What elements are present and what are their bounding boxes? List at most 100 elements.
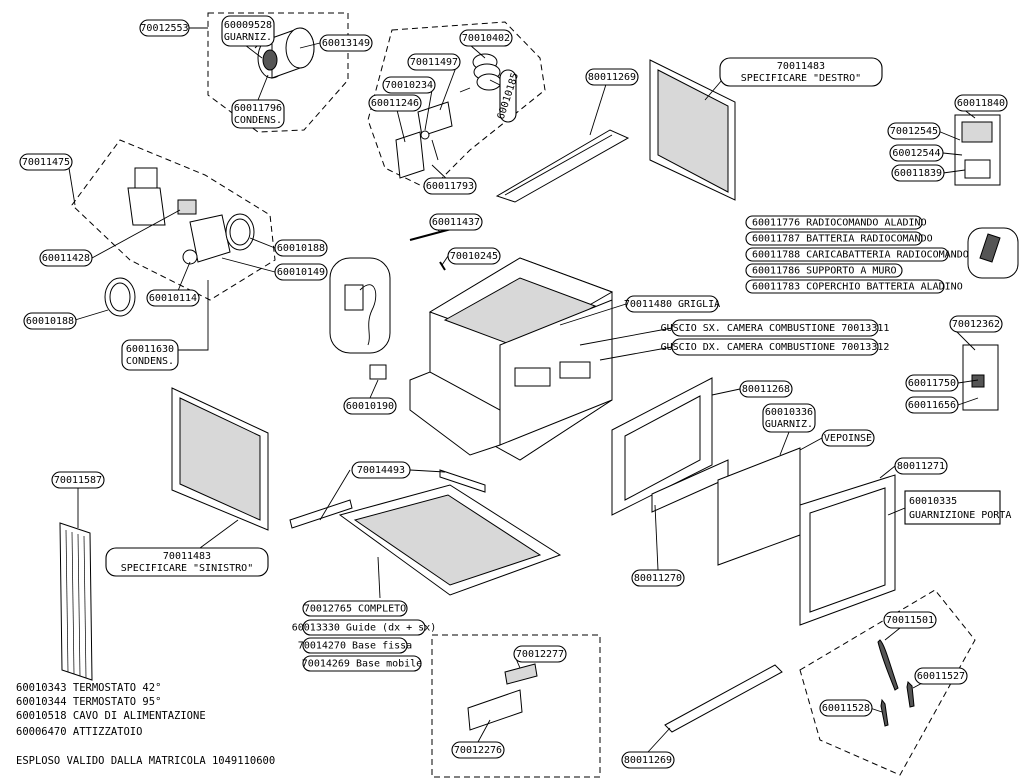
note-line: 60010344 TERMOSTATO 95° [16,696,161,708]
note-line: 60010518 CAVO DI ALIMENTAZIONE [16,710,206,722]
label-vepoinse: VEPOINSE [824,433,872,444]
callout-60011840: 60011840 [954,94,1008,112]
remote-list-item: 60011788 CARICABATTERIA RADIOCOMANDO [752,250,969,261]
label-60011528: 60011528 [822,703,870,714]
label-60012544: 60012544 [892,148,940,159]
label-60010114: 60010114 [149,293,197,304]
callout-60010188-a: 60010188 [274,239,328,257]
callout-70012553: 70012553 [139,19,190,37]
label-70014269: 70014269 Base mobile [302,659,422,670]
footer-serial-note: ESPLOSO VALIDO DALLA MATRICOLA 104911060… [16,755,275,767]
label-70014493: 70014493 [357,465,405,476]
label-80011269-bottom: 80011269 [624,755,672,766]
label-60010335-sub: GUARNIZIONE PORTA [909,510,1011,521]
callout-60011428: 60011428 [39,249,93,267]
pipe-group-outline [71,139,276,301]
callout-60011796: 60011796 CONDENS. [231,99,285,129]
callout-60011437: 60011437 [429,213,483,231]
callout-70011475: 70011475 [19,153,73,171]
door-glass-part [717,447,801,566]
callout-70010234: 70010234 [382,76,436,94]
callout-60010114: 60010114 [146,289,200,307]
callout-60011793: 60011793 [423,177,477,195]
label-60010335: 60010335 [909,496,957,507]
label-80011271: 80011271 [897,461,945,472]
callout-80011269-bottom: 80011269 [621,751,675,769]
callout-70011501: 70011501 [883,611,937,629]
label-60011796: 60011796 [234,103,282,114]
label-60011527: 60011527 [917,671,965,682]
callout-60011839: 60011839 [891,164,945,182]
callout-60013149: 60013149 [319,34,373,52]
callout-guscio-dx: GUSCIO DX. CAMERA COMBUSTIONE 70013312 [661,338,889,356]
display-part [962,344,999,411]
label-70012362: 70012362 [952,319,1000,330]
notes-block: 60010343 TERMOSTATO 42° 60010344 TERMOST… [16,682,206,738]
callout-70010245: 70010245 [447,247,501,265]
callout-60010188-b: 60010188 [23,312,77,330]
callout-70011483-sx: 70011483 SPECIFICARE "SINISTRO" [105,547,269,577]
label-70012277: 70012277 [516,649,564,660]
callout-60011630: 60011630 CONDENS. [121,339,179,371]
label-60011793: 60011793 [426,181,474,192]
leader-lines [67,27,979,753]
label-60010149: 60010149 [277,267,325,278]
label-60011437: 60011437 [432,217,480,228]
callout-60009528: 60009528 GUARNIZ. [221,15,275,47]
label-80011269-top: 80011269 [588,72,636,83]
hinge-group-outline [799,589,976,776]
label-70010234: 70010234 [385,80,433,91]
ash-drawer-group-outline [431,634,601,778]
callout-60012544: 60012544 [889,144,944,162]
bottom-panel-part [664,664,783,733]
top-panel-part [495,129,630,203]
label-70012553: 70012553 [140,23,188,34]
callout-80011269-top: 80011269 [585,68,639,86]
label-60011840: 60011840 [957,98,1005,109]
label-60013330: 60013330 Guide (dx + sx) [292,623,437,634]
callout-60011750: 60011750 [905,374,959,392]
callout-70012277: 70012277 [513,645,567,663]
front-door-part [799,474,896,626]
label-60009528: 60009528 [224,20,272,31]
label-70010245: 70010245 [450,251,498,262]
label-60011750: 60011750 [908,378,956,389]
fan-group-outline [367,21,546,191]
label-70011483-sx-sub: SPECIFICARE "SINISTRO" [121,563,253,574]
label-60011796-sub: CONDENS. [234,115,282,126]
callout-60010190: 60010190 [343,397,397,415]
callout-60010336: 60010336 GUARNIZ. [762,403,816,433]
control-board-part [954,114,1001,186]
grill-bars-part [59,522,93,681]
callout-60010185: 60010185 [496,69,521,123]
callout-70011480: 70011480 GRIGLIA [624,295,720,313]
label-70014270: 70014270 Base fissa [298,641,412,652]
note-line: 60010343 TERMOSTATO 42° [16,682,161,694]
label-70011497: 70011497 [410,57,458,68]
right-grill-part [649,59,736,201]
label-60011428: 60011428 [42,253,90,264]
label-60010336: 60010336 [765,407,813,418]
ash-drawer-part [467,663,538,731]
callout-60011527: 60011527 [914,667,968,685]
label-70011475: 70011475 [22,157,70,168]
remote-list-item: 60011786 SUPPORTO A MURO [752,266,897,277]
callout-vepoinse: VEPOINSE [821,429,875,447]
fan-motor-part [395,53,502,179]
callout-guscio-sx: GUSCIO SX. CAMERA COMBUSTIONE 70013311 [661,319,889,337]
label-80011268: 80011268 [742,384,790,395]
callout-70012362: 70012362 [949,315,1003,333]
callout-70014270: 70014270 Base fissa [298,637,412,654]
callout-60010149: 60010149 [274,263,328,281]
power-cable-part [344,284,387,380]
label-60009528-sub: GUARNIZ. [224,32,272,43]
door-frame-part [611,377,713,516]
label-70012276: 70012276 [454,745,502,756]
callout-70012276: 70012276 [451,741,505,759]
callout-70012765: 70012765 COMPLETO [302,600,408,617]
label-70011501: 70011501 [886,615,934,626]
callout-80011271: 80011271 [894,457,948,475]
callout-70014269: 70014269 Base mobile [302,655,422,672]
label-60010190: 60010190 [346,401,394,412]
